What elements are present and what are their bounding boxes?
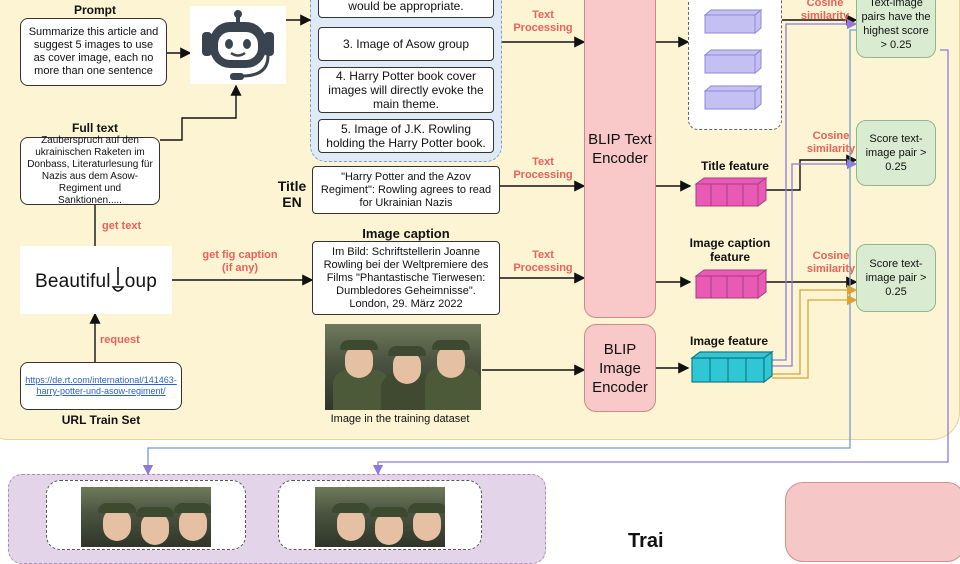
cosine-label-1: Cosine similarity [800,0,850,22]
image-caption-text: Im Bild: Schriftstellerin Joanne Rowling… [323,245,489,310]
image-feature-vector [690,350,774,384]
full-text-content: Zauberspruch auf den ukrainischen Rakete… [27,135,153,206]
result-bottom: Score text-image pair > 0.25 [856,244,936,312]
full-text-header: Full text [71,121,118,135]
prompt-text: Summarize this article and suggest 5 ima… [28,26,159,77]
suggestion-5: 5. Image of J.K. Rowling holding the Har… [318,119,494,153]
output-card-2 [278,480,482,550]
text-processing-label-3: Text Processing [513,249,573,274]
image-feature-label: Image feature [689,334,769,348]
suggestion-feature-stack [703,8,763,111]
url-box: https://de.rt.com/international/141463-h… [20,362,182,410]
suggestion-4: 4. Harry Potter book cover images will d… [318,67,494,113]
url-label: URL Train Set [61,413,141,427]
training-image-label: Image in the training dataset [330,413,470,425]
output-image-2 [315,487,445,547]
prompt-box: Summarize this article and suggest 5 ima… [20,18,167,86]
get-text-label: get text [102,220,142,232]
result-top: Text-image pairs have the highest score … [856,0,936,58]
result-bottom-text: Score text-image pair > 0.25 [865,258,927,298]
caption-feature-label: Image caption feature [689,236,771,264]
get-fig-caption-label: get fig caption (if any) [202,249,278,274]
title-feature-vector [694,177,768,207]
soup-spoon-icon [111,267,125,292]
cosine-label-3: Cosine similarity [806,250,856,275]
beautifulsoup-box: Beautiful oup [20,246,172,314]
caption-feature-vector [694,269,768,299]
full-text-box: Zauberspruch auf den ukrainischen Rakete… [20,135,160,206]
image-caption-box: Im Bild: Schriftstellerin Joanne Rowling… [312,241,500,315]
text-processing-label-1: Text Processing [513,9,573,34]
robot-icon [202,10,274,80]
request-label: request [100,334,140,346]
title-en-text: "Harry Potter and the Azov Regiment": Ro… [320,170,492,209]
title-en-label: Title EN [277,178,307,210]
prompt-header: Prompt [74,3,116,17]
training-image [325,324,481,410]
result-mid-text: Score text-image pair > 0.25 [865,133,927,173]
train-label: Trai [628,530,664,552]
output-image-1 [81,487,211,547]
blip-image-encoder-label: BLIP Image Encoder [592,340,648,396]
beautifulsoup-logo: Beautiful oup [35,265,157,295]
suggestion-3-text: 3. Image of Asow group [342,37,470,51]
title-feature-label: Title feature [701,159,769,173]
blip-text-encoder-label: BLIP Text Encoder [588,131,652,167]
title-en-box: "Harry Potter and the Azov Regiment": Ro… [312,166,500,214]
blip-image-encoder: BLIP Image Encoder [584,324,656,412]
image-caption-header: Image caption [362,226,450,241]
suggestion-3: 3. Image of Asow group [318,27,494,61]
text-processing-label-2: Text Processing [513,156,573,181]
url-link[interactable]: https://de.rt.com/international/141463-h… [25,375,177,396]
connector-lines [89,14,949,476]
result-top-text: Text-image pairs have the highest score … [861,0,931,51]
llm-robot [190,6,286,84]
suggestion-2: would be appropriate. [318,0,494,18]
beautifulsoup-logo-text-end: oup [124,271,158,292]
cosine-label-2: Cosine similarity [806,130,856,155]
beautifulsoup-logo-text: Beautiful [34,271,111,292]
suggestion-5-text: 5. Image of J.K. Rowling holding the Har… [326,122,486,150]
suggestion-features-box [688,0,782,130]
suggestion-4-text: 4. Harry Potter book cover images will d… [328,69,484,111]
suggestion-2-text: would be appropriate. [348,0,464,13]
result-mid: Score text-image pair > 0.25 [856,120,936,186]
blip-text-encoder: BLIP Text Encoder [584,0,656,318]
